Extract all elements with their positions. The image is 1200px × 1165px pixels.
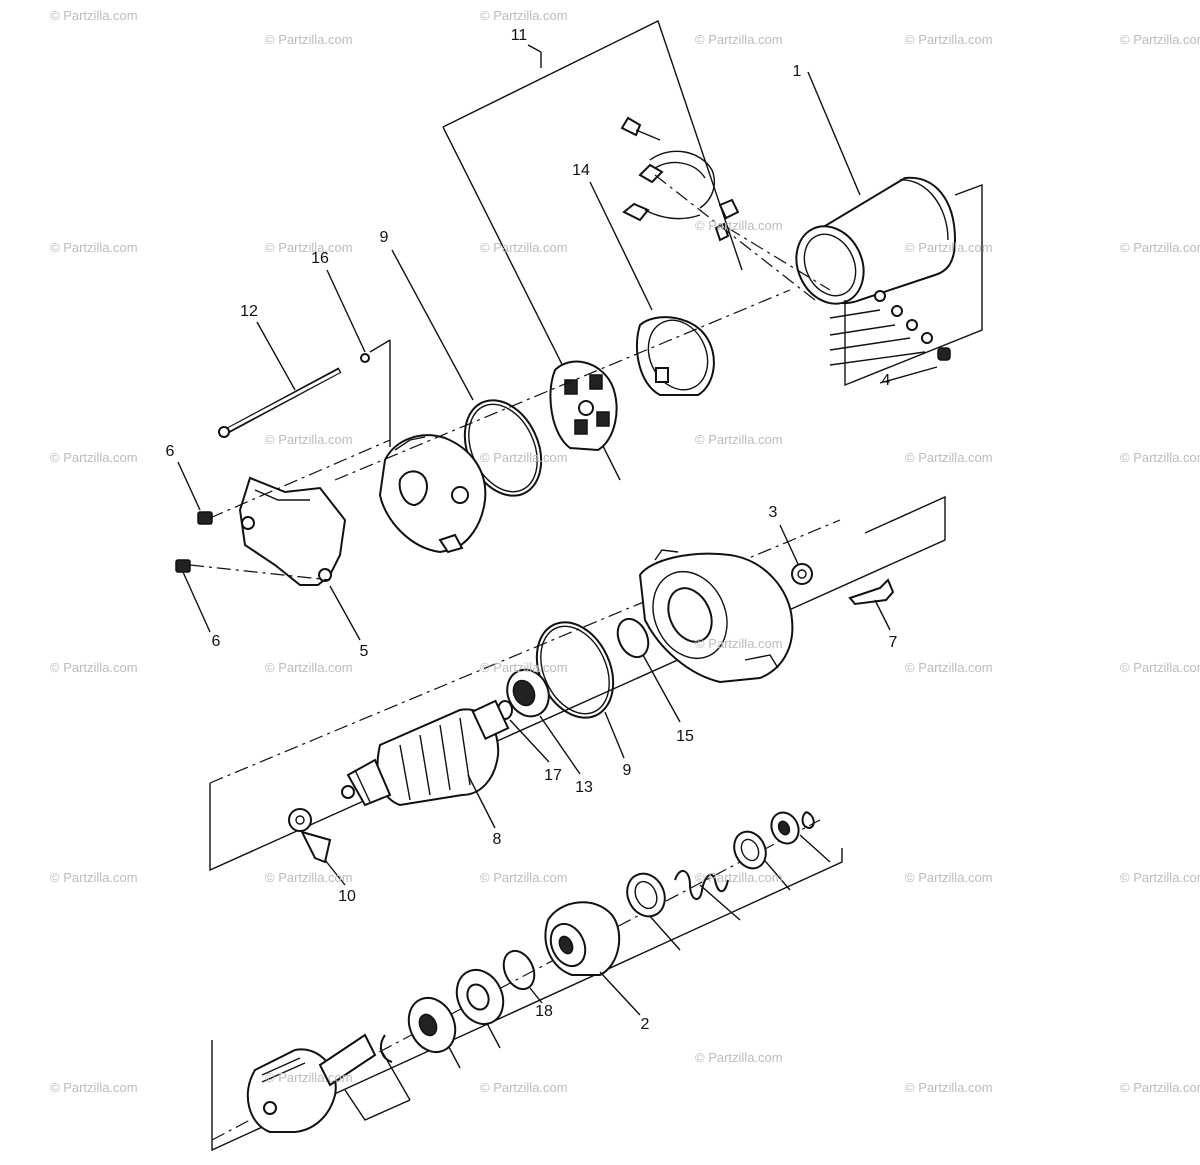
watermark: © Partzilla.com [50, 450, 138, 465]
watermark: © Partzilla.com [905, 1080, 993, 1095]
watermark: © Partzilla.com [1120, 1080, 1200, 1095]
watermark: © Partzilla.com [905, 32, 993, 47]
watermark: © Partzilla.com [905, 660, 993, 675]
brush-plate [549, 360, 618, 452]
callout-label-13: 13 [575, 779, 593, 796]
callout-label-2: 2 [640, 1016, 650, 1033]
part-12-through-bolt [218, 269, 370, 438]
watermark: © Partzilla.com [265, 870, 353, 885]
watermark: © Partzilla.com [50, 660, 138, 675]
watermark: © Partzilla.com [695, 218, 783, 233]
watermark: © Partzilla.com [480, 660, 568, 675]
part-5-bracket [175, 439, 391, 641]
watermark: © Partzilla.com [50, 240, 138, 255]
watermark: © Partzilla.com [1120, 32, 1200, 47]
rear-end-cover [369, 339, 487, 554]
watermark: © Partzilla.com [265, 432, 353, 447]
callout-label-16: 16 [311, 250, 329, 267]
callout-label-17: 17 [544, 767, 562, 784]
front-housing [616, 524, 895, 723]
watermark: © Partzilla.com [265, 660, 353, 675]
watermark: © Partzilla.com [480, 1080, 568, 1095]
callout-label-1: 1 [792, 63, 802, 80]
part-1-yoke-housing [795, 71, 983, 387]
callout-label-6a: 6 [165, 443, 175, 460]
watermark: © Partzilla.com [1120, 870, 1200, 885]
watermark: © Partzilla.com [695, 32, 783, 47]
watermark: © Partzilla.com [50, 8, 138, 23]
drive-parts [246, 811, 815, 1133]
watermark: © Partzilla.com [50, 870, 138, 885]
watermark: © Partzilla.com [480, 450, 568, 465]
watermark: © Partzilla.com [695, 870, 783, 885]
watermark: © Partzilla.com [1120, 660, 1200, 675]
watermark: © Partzilla.com [265, 32, 353, 47]
brush-parts [620, 116, 831, 301]
watermark: © Partzilla.com [695, 1050, 783, 1065]
callout-label-6b: 6 [211, 633, 221, 650]
callout-label-11: 11 [510, 27, 528, 44]
callout-label-12: 12 [240, 303, 258, 320]
watermark: © Partzilla.com [265, 1070, 353, 1085]
axis-upper [334, 289, 791, 481]
watermark: © Partzilla.com [480, 870, 568, 885]
callout-label-7: 7 [888, 634, 898, 651]
callout-label-8: 8 [492, 831, 502, 848]
part-10-terminal [288, 808, 346, 886]
part-8-armature [341, 699, 510, 829]
part-13-bearing [497, 668, 581, 775]
watermark: © Partzilla.com [1120, 450, 1200, 465]
callout-label-14: 14 [572, 162, 590, 179]
callout-label-5: 5 [359, 643, 369, 660]
callout-label-9b: 9 [622, 762, 632, 779]
callout-label-9a: 9 [379, 229, 389, 246]
watermark: © Partzilla.com [480, 8, 568, 23]
watermark: © Partzilla.com [905, 240, 993, 255]
watermark: © Partzilla.com [480, 240, 568, 255]
watermark: © Partzilla.com [1120, 240, 1200, 255]
watermark: © Partzilla.com [905, 870, 993, 885]
callout-label-10: 10 [338, 888, 356, 905]
watermark: © Partzilla.com [695, 636, 783, 651]
watermark: © Partzilla.com [50, 1080, 138, 1095]
callout-label-18: 18 [535, 1003, 553, 1020]
callout-label-3: 3 [768, 504, 778, 521]
watermark: © Partzilla.com [265, 240, 353, 255]
watermark: © Partzilla.com [905, 450, 993, 465]
watermark: © Partzilla.com [695, 432, 783, 447]
callout-label-15: 15 [676, 728, 694, 745]
part-14-brush-ring [589, 181, 715, 396]
callout-label-4: 4 [881, 372, 891, 389]
